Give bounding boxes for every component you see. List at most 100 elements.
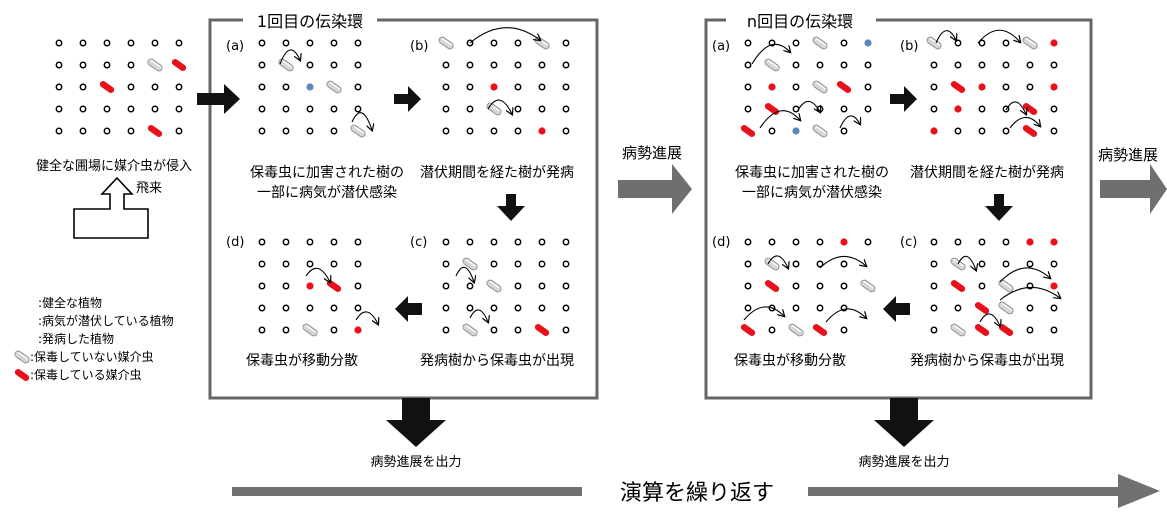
arrow-nb-to-nc-icon xyxy=(985,194,1013,221)
healthy-plant xyxy=(930,238,938,246)
infective-vector-icon xyxy=(99,81,115,93)
infective-vector-icon xyxy=(950,81,966,93)
cycle-1-title-bg xyxy=(243,8,377,32)
cycle1-panel-d xyxy=(258,238,362,337)
healthy-plant xyxy=(330,127,338,135)
healthy-plant xyxy=(490,326,498,334)
healthy-plant xyxy=(864,61,872,69)
healthy-plant xyxy=(562,127,570,135)
healthy-plant xyxy=(282,326,290,334)
healthy-plant xyxy=(538,304,546,312)
healthy-plant xyxy=(330,61,338,69)
healthy-plant xyxy=(490,127,498,135)
healthy-plant xyxy=(103,127,111,135)
cycle-n-frame: n回目の伝染環 xyxy=(704,8,1093,400)
healthy-plant xyxy=(466,282,474,290)
healthy-plant xyxy=(282,304,290,312)
cycle1-tag-d: (d) xyxy=(226,235,244,250)
healthy-plant xyxy=(1050,61,1058,69)
vector-icon xyxy=(998,279,1014,293)
healthy-plant xyxy=(538,282,546,290)
healthy-plant xyxy=(514,260,522,268)
healthy-plant xyxy=(490,238,498,246)
healthy-plant xyxy=(1002,61,1010,69)
movement-arrow-icon xyxy=(1005,101,1026,114)
healthy-plant xyxy=(792,39,800,47)
vector-icon xyxy=(998,301,1014,315)
movement-arrow-icon xyxy=(935,30,956,44)
legend-label-vector-free: :保毒していない媒介虫 xyxy=(30,350,154,364)
healthy-plant xyxy=(55,83,63,91)
healthy-plant xyxy=(954,39,962,47)
healthy-plant xyxy=(306,61,314,69)
vector-icon xyxy=(302,323,318,337)
healthy-plant xyxy=(538,105,546,113)
healthy-plant xyxy=(354,260,362,268)
movement-arrow-icon xyxy=(797,100,820,112)
healthy-plant xyxy=(79,83,87,91)
cycle1-caption-c: 発病樹から保毒虫が出現 xyxy=(420,353,574,369)
healthy-plant xyxy=(490,304,498,312)
healthy-plant xyxy=(864,105,872,113)
healthy-plant xyxy=(562,39,570,47)
healthy-plant xyxy=(1002,260,1010,268)
healthy-plant xyxy=(354,61,362,69)
vector-icon xyxy=(812,36,828,50)
healthy-plant xyxy=(258,260,266,268)
orchard-grids xyxy=(55,27,1060,337)
healthy-plant xyxy=(514,105,522,113)
healthy-plant xyxy=(175,105,183,113)
healthy-plant xyxy=(768,238,776,246)
arrow-a-to-b-icon xyxy=(394,86,421,112)
progress-label-1: 病勢進展 xyxy=(622,144,682,162)
healthy-plant xyxy=(175,83,183,91)
cycle1-tag-b: (b) xyxy=(410,39,428,54)
healthy-plant xyxy=(744,260,752,268)
latent-plant xyxy=(792,127,800,135)
healthy-plant xyxy=(466,238,474,246)
legend-label-latent: :病気が潜伏している植物 xyxy=(38,313,174,328)
movement-arrow-icon xyxy=(279,49,300,65)
healthy-plant xyxy=(514,282,522,290)
movement-arrow-icon xyxy=(469,27,540,44)
healthy-plant xyxy=(466,83,474,91)
healthy-plant xyxy=(282,238,290,246)
healthy-plant xyxy=(442,260,450,268)
healthy-plant xyxy=(954,238,962,246)
healthy-plant xyxy=(79,61,87,69)
infective-vector-icon xyxy=(147,125,163,137)
diseased-plant xyxy=(768,83,776,91)
repeat-arrow: 演算を繰り返す xyxy=(232,474,1160,508)
healthy-plant xyxy=(330,304,338,312)
cyclen-caption-d: 保毒虫が移動分散 xyxy=(734,353,846,369)
healthy-plant xyxy=(175,127,183,135)
healthy-plant xyxy=(1026,83,1034,91)
infective-vector-icon xyxy=(534,324,550,336)
healthy-plant xyxy=(816,260,824,268)
cyclen-panel-a xyxy=(740,36,872,138)
healthy-plant xyxy=(864,83,872,91)
healthy-plant xyxy=(79,127,87,135)
healthy-plant xyxy=(1050,105,1058,113)
healthy-plant xyxy=(1026,304,1034,312)
output-label-n: 病勢進展を出力 xyxy=(858,455,949,470)
healthy-plant xyxy=(538,260,546,268)
latent-plant xyxy=(864,39,872,47)
movement-arrow-icon xyxy=(979,313,1000,326)
vector-icon xyxy=(764,58,780,72)
healthy-plant xyxy=(816,282,824,290)
healthy-plant xyxy=(466,127,474,135)
healthy-plant xyxy=(442,105,450,113)
vector-icon xyxy=(950,323,966,337)
healthy-plant xyxy=(744,61,752,69)
fly-in-box: 飛来 xyxy=(73,176,162,239)
healthy-plant xyxy=(930,61,938,69)
healthy-plant xyxy=(562,83,570,91)
vector-icon xyxy=(278,58,294,72)
healthy-plant xyxy=(354,282,362,290)
healthy-plant xyxy=(538,61,546,69)
cyclen-tag-a: (a) xyxy=(712,39,730,54)
arrow-intro-to-a-icon xyxy=(197,84,240,114)
healthy-plant xyxy=(258,83,266,91)
healthy-plant xyxy=(258,39,266,47)
